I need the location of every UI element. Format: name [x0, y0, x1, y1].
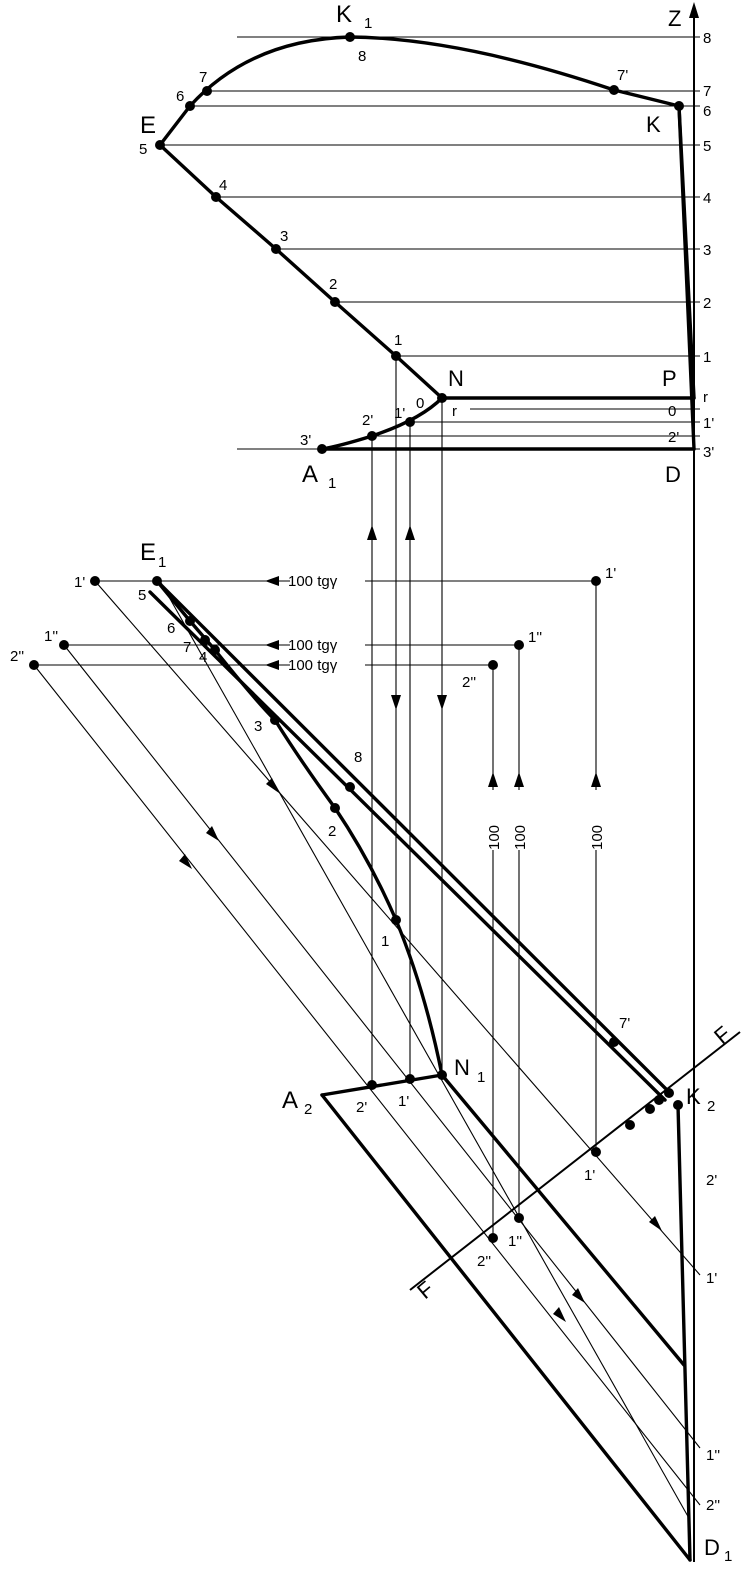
z-axis: Z [668, 2, 699, 1562]
label-left-1pp: 1'' [44, 628, 58, 645]
label-F-1pp: 1'' [508, 1233, 522, 1250]
label-left-2pp: 2'' [10, 648, 24, 665]
scale-label-8: 8 [703, 30, 711, 47]
bottom-labels: E 1 5 6 7 4 3 8 2 1 N 1 A 2 2' 1' 7' K 2… [138, 539, 732, 1565]
label-edge-2p: 2' [706, 1172, 717, 1189]
label-r-top: r [452, 403, 457, 420]
label-K: K [646, 112, 661, 137]
label-K1-sub: 1 [364, 15, 372, 32]
label-5-bottom: 5 [138, 587, 146, 604]
top-points [155, 32, 684, 454]
right-scale: 8 7 6 5 4 3 2 1 r 0 1' 2' 3' [668, 30, 714, 461]
label-K2: K [686, 1084, 701, 1109]
label-edge-1pp: 1'' [706, 1447, 720, 1464]
label-F-top: F [709, 1021, 735, 1049]
label-K1: K [336, 1, 352, 28]
label-4-bottom: 4 [199, 649, 207, 666]
label-D1-sub: 1 [724, 1548, 732, 1565]
label-E1-sub: 1 [158, 554, 166, 571]
projection-lines [367, 356, 447, 1085]
label-7-bottom: 7 [183, 639, 191, 656]
label-A2-sub: 2 [304, 1101, 312, 1118]
scale-label-4: 4 [703, 190, 711, 207]
label-2p-top: 2' [362, 412, 373, 429]
label-right-1p: 1' [605, 565, 616, 582]
label-A2: A [282, 1087, 298, 1114]
bottom-development [148, 579, 692, 1562]
label-edge-1p: 1' [706, 1270, 717, 1287]
tg-label-1: 100 tgγ [288, 573, 338, 590]
label-3-bottom: 3 [254, 718, 262, 735]
scale-label-3: 3 [703, 242, 711, 259]
scale-label-0: 0 [668, 403, 676, 420]
label-3p-top: 3' [300, 432, 311, 449]
label-1-top: 1 [394, 332, 402, 349]
tg-label-2: 100 tgγ [288, 637, 338, 654]
label-P: P [662, 366, 677, 391]
label-8-top: 8 [358, 48, 366, 65]
z-axis-label: Z [668, 6, 681, 31]
label-2-bottom: 2 [328, 823, 336, 840]
scale-label-6: 6 [703, 103, 711, 120]
label-N: N [448, 366, 464, 391]
label-right-1pp: 1'' [528, 629, 542, 646]
label-A1-sub: 1 [328, 475, 336, 492]
label-K2-sub: 2 [707, 1098, 715, 1115]
label-right-2pp: 2'' [462, 674, 476, 691]
label-7-top: 7 [199, 69, 207, 86]
bottom-points [152, 576, 683, 1110]
scale-label-2p: 2' [668, 429, 679, 446]
scale-label-7: 7 [703, 83, 711, 100]
label-1p-bottom: 1' [398, 1093, 409, 1110]
label-1-bottom: 1 [381, 933, 389, 950]
hundred-label-1: 100 [589, 825, 606, 850]
label-N1: N [454, 1055, 470, 1080]
label-E: E [140, 112, 156, 139]
hundred-label-2: 100 [512, 825, 529, 850]
tg-label-3: 100 tgγ [288, 657, 338, 674]
tg-construction: 100 tgγ 100 tgγ 100 tgγ 100 100 100 1' 1… [10, 565, 616, 1238]
scale-label-3p: 3' [703, 444, 714, 461]
label-D1: D [704, 1535, 720, 1560]
label-7p-bottom: 7' [619, 1015, 630, 1032]
label-D: D [665, 462, 681, 487]
scale-label-r: r [703, 389, 708, 406]
label-E1: E [140, 539, 156, 566]
label-N1-sub: 1 [477, 1069, 485, 1086]
top-profile [158, 35, 696, 451]
scale-label-1p: 1' [703, 415, 714, 432]
label-6-bottom: 6 [167, 620, 175, 637]
label-0-top: 0 [416, 395, 424, 412]
label-1p-top: 1' [394, 405, 405, 422]
label-8-bottom: 8 [354, 749, 362, 766]
scale-label-1: 1 [703, 349, 711, 366]
label-F-bottom: F [412, 1276, 438, 1304]
label-7p-top: 7' [617, 67, 628, 84]
label-edge-2pp: 2'' [706, 1497, 720, 1514]
label-2-top: 2 [329, 276, 337, 293]
label-5-top: 5 [139, 141, 147, 158]
label-F-1p: 1' [584, 1167, 595, 1184]
scale-label-5: 5 [703, 138, 711, 155]
label-6-top: 6 [176, 88, 184, 105]
scale-label-2: 2 [703, 295, 711, 312]
label-left-1p: 1' [74, 574, 85, 591]
label-3-top: 3 [280, 228, 288, 245]
top-labels: K 1 8 7 6 E 5 4 3 2 1 N 0 r 1' 2' 3' A 1… [139, 1, 681, 492]
label-F-2pp: 2'' [477, 1253, 491, 1270]
label-2p-bottom: 2' [356, 1099, 367, 1116]
label-A1: A [302, 461, 318, 488]
diagonal-lines [33, 580, 701, 1521]
label-4-top: 4 [219, 177, 227, 194]
hundred-label-3: 100 [486, 825, 503, 850]
